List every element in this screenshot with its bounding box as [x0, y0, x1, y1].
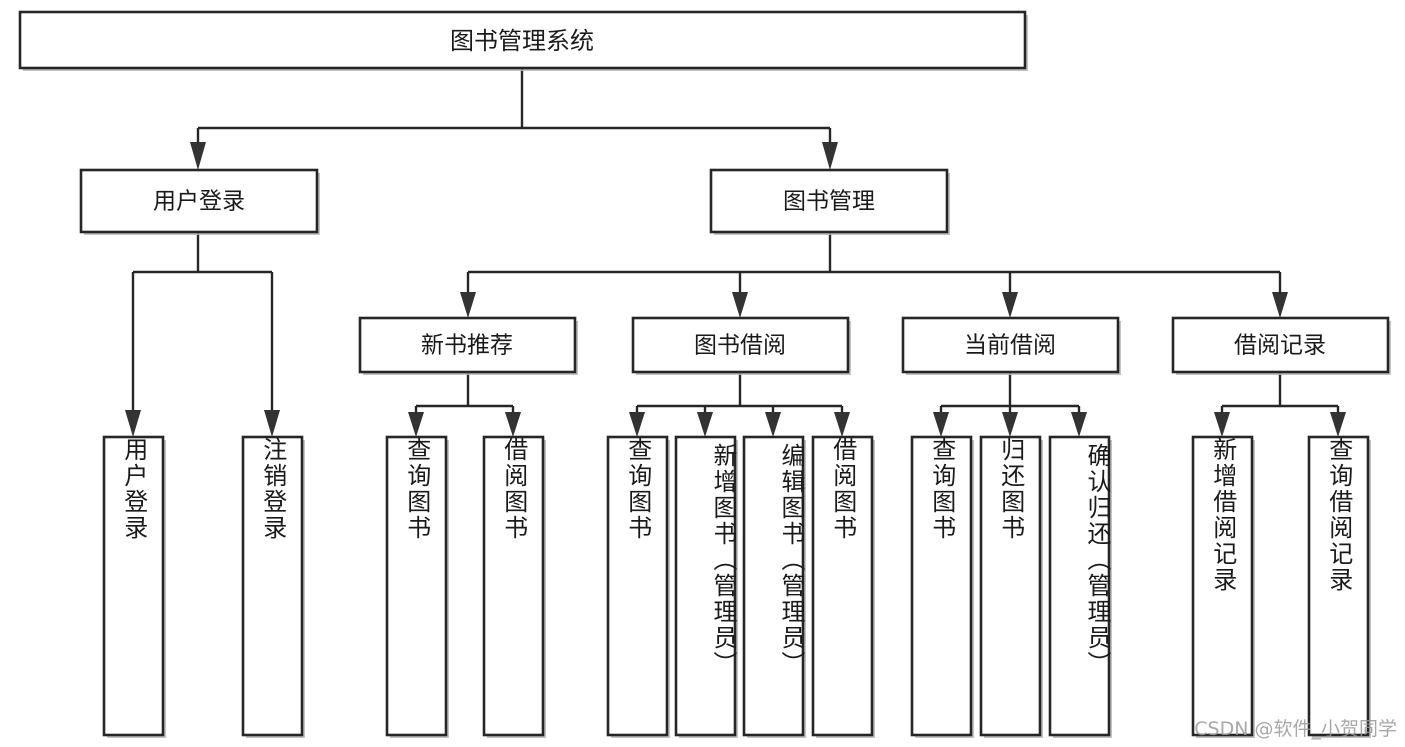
- arrow-to-current-borrow: [1002, 292, 1018, 318]
- csdn-watermark: CSDN @软件_小贺同学: [1194, 718, 1397, 740]
- arrow-to-new-book-rec: [460, 292, 476, 318]
- node-leaf-query-record-box: [1307, 435, 1370, 737]
- node-user-login[interactable]: 用户登录: [79, 168, 320, 235]
- node-current-borrow-box: [901, 316, 1120, 374]
- node-leaf-edit-book[interactable]: [742, 435, 806, 738]
- node-borrow-record-label: 借阅记录: [1234, 333, 1326, 359]
- node-leaf-logout-box: [241, 435, 304, 737]
- node-user-login-box: [79, 168, 319, 234]
- node-leaf-confirm-return[interactable]: [1048, 435, 1112, 738]
- node-root[interactable]: 图书管理系统: [18, 10, 1028, 71]
- node-leaf-borrow-book-2[interactable]: [811, 435, 875, 738]
- node-leaf-query-book-3[interactable]: [910, 435, 974, 738]
- arrow-leaf-logout: [264, 410, 280, 437]
- connector-layer: [125, 68, 1346, 437]
- node-leaf-add-record-box: [1191, 435, 1254, 737]
- node-book-manage[interactable]: 图书管理: [709, 168, 950, 235]
- arrow-leaf-borrow-book-2: [834, 412, 850, 437]
- node-borrow-record-box: [1171, 316, 1390, 374]
- arrow-leaf-user-login: [125, 410, 141, 437]
- node-leaf-add-record[interactable]: [1191, 435, 1255, 738]
- node-new-book-rec-box: [358, 316, 577, 374]
- node-leaf-borrow-book-1-box: [482, 435, 545, 737]
- node-leaf-add-book[interactable]: [674, 435, 738, 738]
- node-root-label: 图书管理系统: [450, 27, 594, 55]
- arrow-leaf-add-record: [1214, 412, 1230, 437]
- node-leaf-edit-book-box: [742, 435, 805, 737]
- node-leaf-borrow-book-1[interactable]: [482, 435, 546, 738]
- node-leaf-query-book-2[interactable]: [606, 435, 670, 738]
- arrow-to-book-borrow: [732, 292, 748, 318]
- arrow-leaf-borrow-book-1: [505, 412, 521, 437]
- arrow-to-user-login: [190, 142, 206, 170]
- node-book-borrow-label: 图书借阅: [694, 333, 786, 359]
- node-leaf-return-book-box: [979, 435, 1042, 737]
- node-user-login-label: 用户登录: [153, 189, 245, 215]
- node-leaf-user-login-box: [102, 435, 165, 737]
- node-leaf-query-book-1-box: [385, 435, 448, 737]
- node-leaf-query-book-1[interactable]: [385, 435, 449, 738]
- arrow-leaf-query-book-3: [933, 412, 949, 437]
- node-new-book-rec-label: 新书推荐: [421, 333, 513, 359]
- arrow-leaf-query-record: [1330, 412, 1346, 437]
- node-root-box: [18, 10, 1027, 70]
- node-leaf-return-book[interactable]: [979, 435, 1043, 738]
- arrow-leaf-add-book: [697, 412, 713, 437]
- node-leaf-add-book-box: [674, 435, 737, 737]
- node-leaf-confirm-return-box: [1048, 435, 1111, 737]
- node-book-manage-label: 图书管理: [783, 189, 875, 215]
- arrow-leaf-confirm-return: [1071, 412, 1087, 437]
- node-leaf-logout[interactable]: [241, 435, 305, 738]
- node-leaf-query-book-2-box: [606, 435, 669, 737]
- node-leaf-user-login[interactable]: [102, 435, 166, 738]
- node-book-manage-box: [709, 168, 949, 234]
- node-leaf-query-record[interactable]: [1307, 435, 1371, 738]
- node-leaf-borrow-book-2-box: [811, 435, 874, 737]
- node-borrow-record[interactable]: 借阅记录: [1171, 316, 1391, 375]
- node-leaf-query-book-3-box: [910, 435, 973, 737]
- node-book-borrow-box: [631, 316, 850, 374]
- arrow-leaf-edit-book: [765, 412, 781, 437]
- arrow-leaf-query-book-2: [629, 412, 645, 437]
- node-current-borrow-label: 当前借阅: [964, 333, 1056, 359]
- arrow-to-book-manage: [822, 142, 838, 170]
- node-new-book-rec[interactable]: 新书推荐: [358, 316, 578, 375]
- node-book-borrow[interactable]: 图书借阅: [631, 316, 851, 375]
- node-current-borrow[interactable]: 当前借阅: [901, 316, 1121, 375]
- arrow-leaf-return-book: [1002, 412, 1018, 437]
- arrow-to-borrow-record: [1272, 292, 1288, 318]
- arrow-leaf-query-book-1: [408, 412, 424, 437]
